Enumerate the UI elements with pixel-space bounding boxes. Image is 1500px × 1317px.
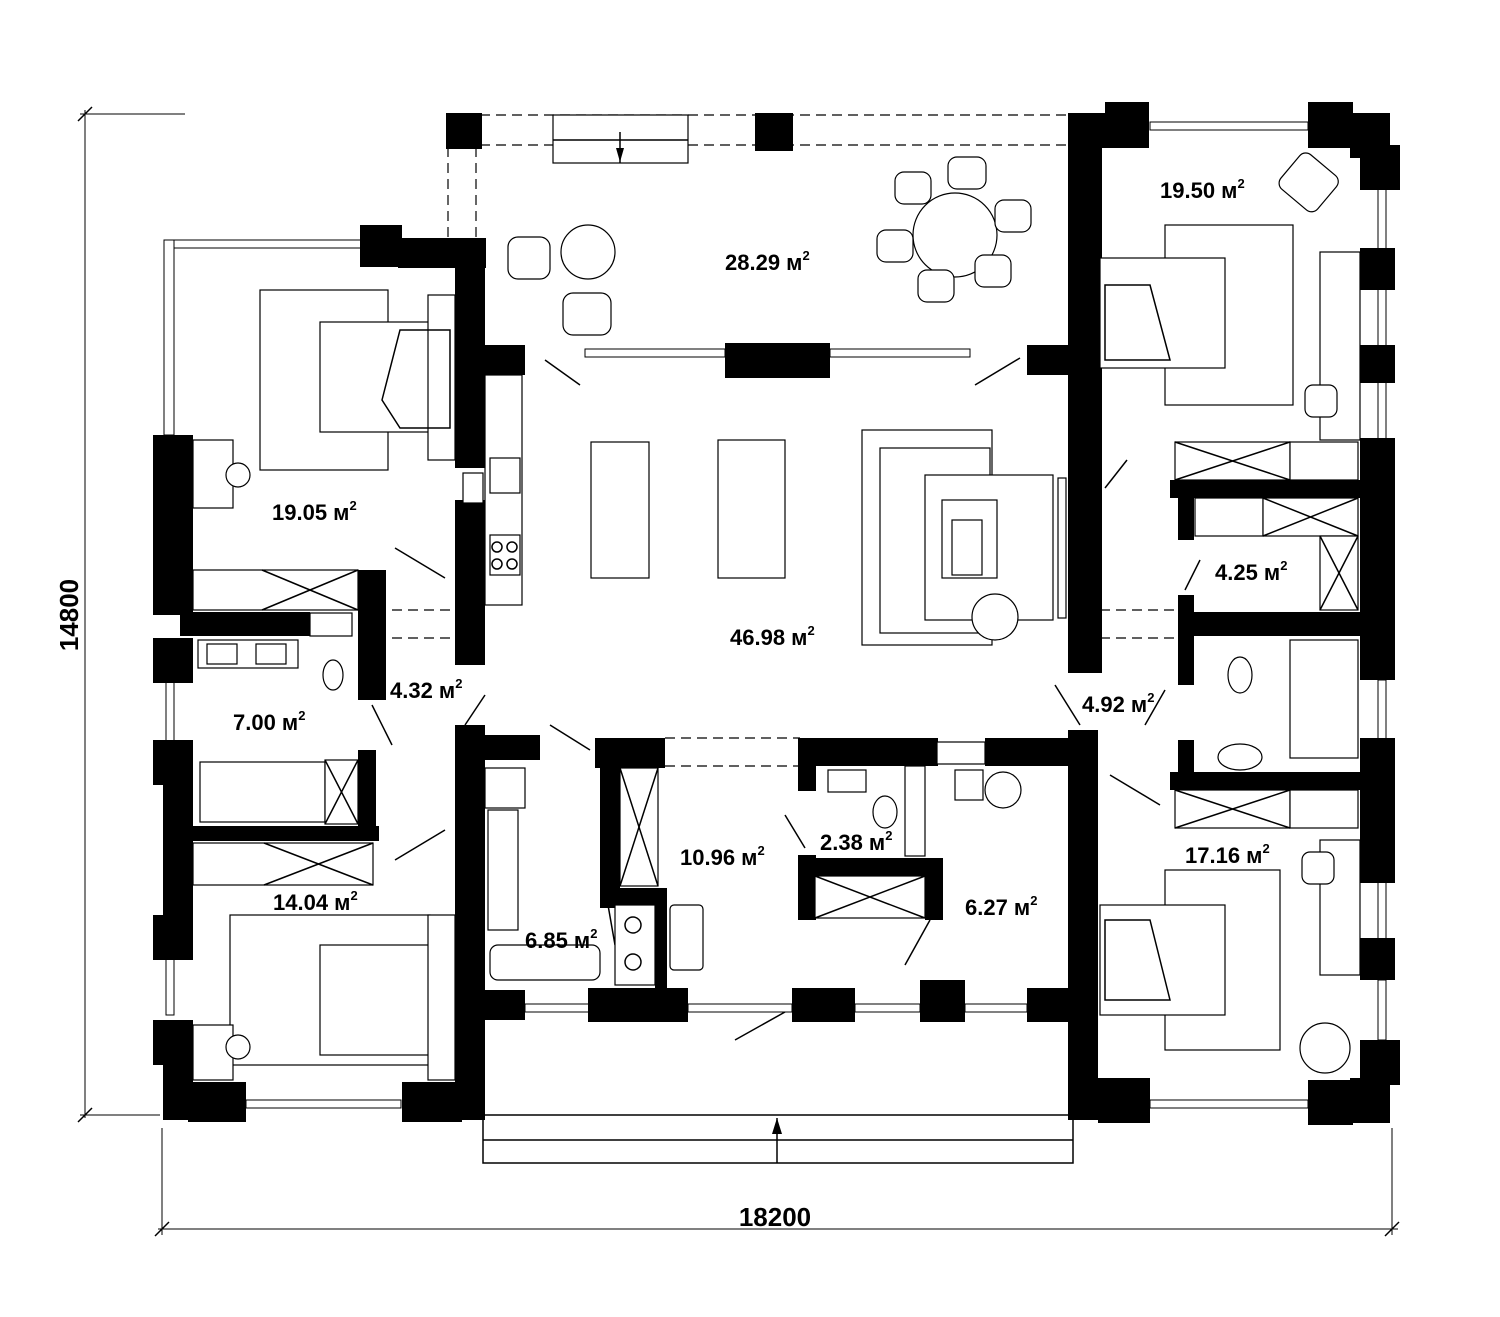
furniture [192,152,1361,1081]
height-dimension-label: 14800 [54,579,84,651]
label-bedroom-sw: 14.04 м2 [273,888,358,915]
width-dimension-label: 18200 [739,1202,811,1232]
label-boiler-room: 6.27 м2 [965,893,1037,920]
label-entrance-hall: 10.96 м2 [680,843,765,870]
label-dressing-east: 4.25 м2 [1215,558,1287,585]
dimension-height: 14800 [54,106,185,1123]
label-bathroom-west: 7.00 м2 [233,708,305,735]
walls [153,102,1400,1125]
dimension-width: 18200 [154,1128,1400,1237]
label-terrace-north: 28.29 м2 [725,248,810,275]
north-terrace [446,113,1070,240]
label-hall-west: 4.32 м2 [390,676,462,703]
windows [163,121,1387,1109]
label-wc: 2.38 м2 [820,828,892,855]
label-laundry: 6.85 м2 [525,926,597,953]
label-bedroom-ne: 19.50 м2 [1160,176,1245,203]
label-hall-east: 4.92 м2 [1082,690,1154,717]
south-terrace [482,1114,1074,1164]
label-bedroom-nw: 19.05 м2 [272,498,357,525]
room-labels: 28.29 м2 19.05 м2 19.50 м2 46.98 м2 4.32… [233,176,1287,953]
label-living-kitchen: 46.98 м2 [730,623,815,650]
doors [371,357,1201,1041]
openings [376,609,1178,767]
label-bedroom-se: 17.16 м2 [1185,841,1270,868]
